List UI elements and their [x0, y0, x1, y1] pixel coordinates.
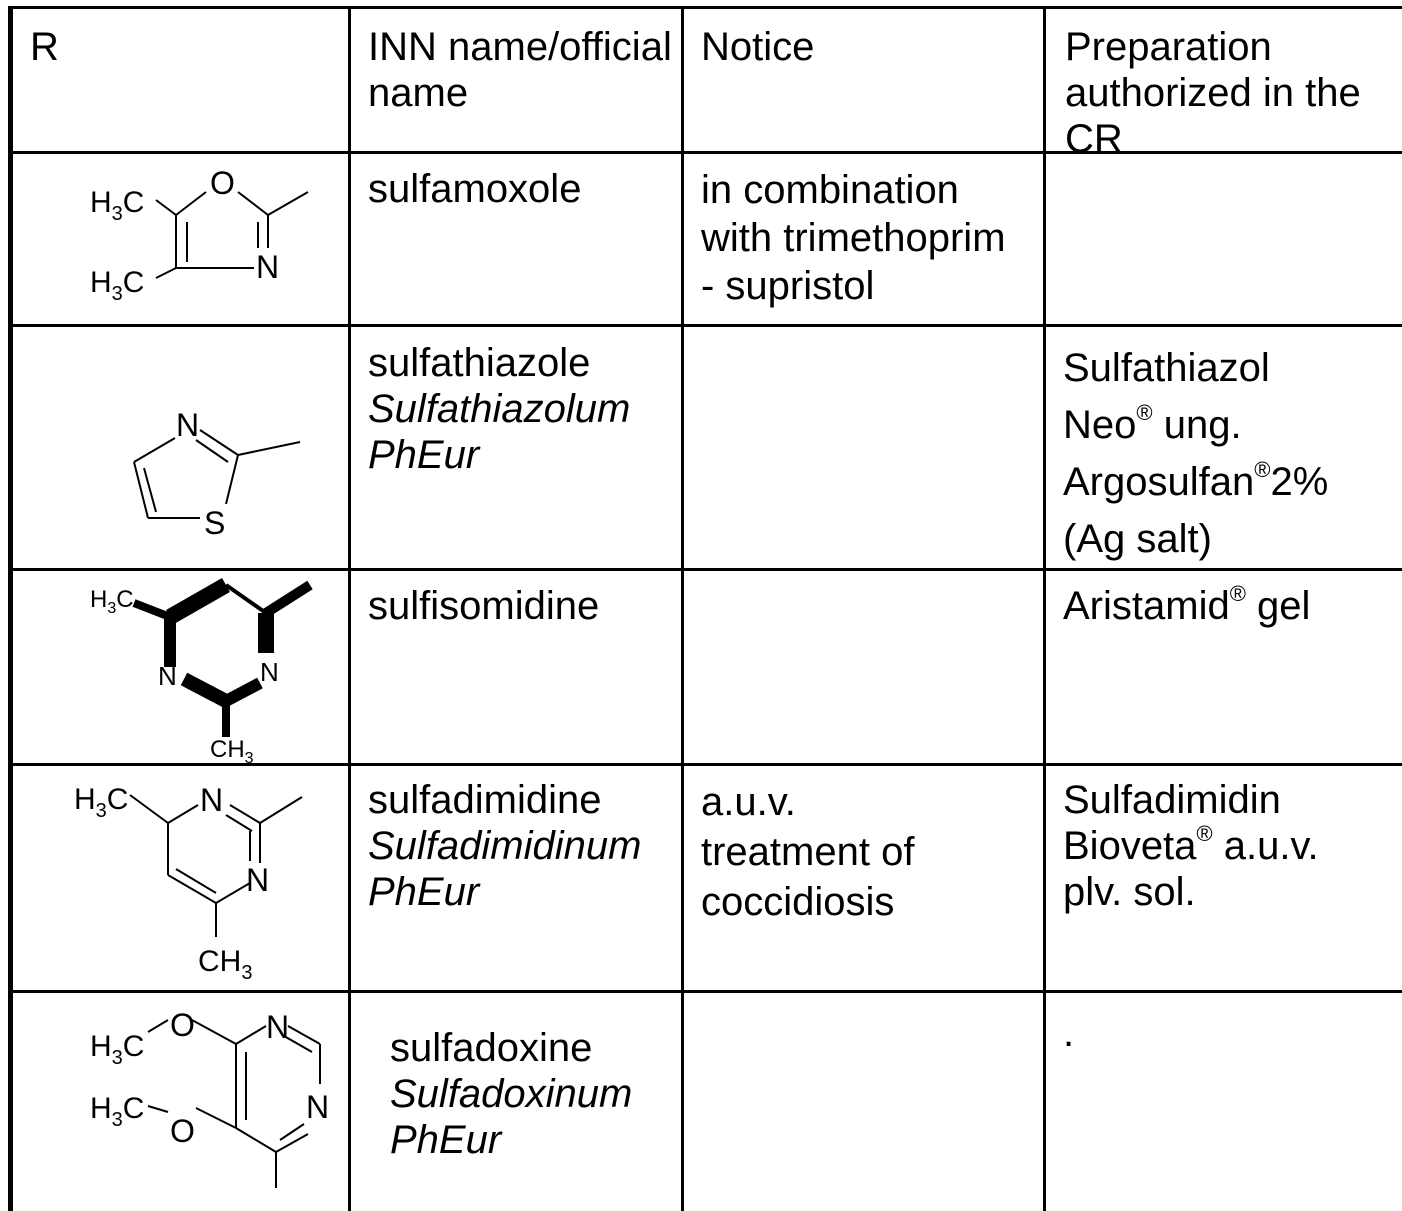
methyl-label: H3C — [90, 186, 144, 225]
nitrogen-atom: N — [176, 407, 199, 443]
row-divider — [10, 990, 1402, 993]
inn-sulfisomidine: sulfisomidine — [368, 584, 600, 628]
sulfur-atom: S — [204, 505, 225, 541]
structure-sulfadoxine: H3C O H3C O N N — [90, 1007, 329, 1188]
nitrogen-atom: N — [158, 661, 177, 691]
table-border-top — [10, 6, 1402, 9]
nitrogen-atom: N — [200, 782, 223, 818]
methyl-label: H3C — [90, 266, 144, 305]
structure-sulfisomidine: H3C N N CH3 — [90, 578, 313, 765]
column-divider — [681, 6, 684, 1211]
nitrogen-atom: N — [260, 657, 279, 687]
table-border-left — [8, 6, 13, 1211]
methyl-label: H3C — [74, 783, 128, 822]
notice-sulfamoxole: in combination with trimethoprim - supri… — [701, 168, 1006, 308]
methyl-label: H3C — [90, 1092, 144, 1131]
notice-sulfadimidine: a.u.v. treatment of coccidiosis — [701, 780, 915, 924]
oxygen-atom: O — [170, 1007, 195, 1043]
row-divider — [10, 324, 1402, 327]
nitrogen-atom: N — [246, 862, 269, 898]
row-divider — [10, 568, 1402, 571]
column-divider — [348, 6, 351, 1211]
nitrogen-atom: N — [266, 1009, 289, 1045]
methyl-label: H3C — [90, 1030, 144, 1069]
header-r: R — [30, 25, 59, 69]
preparation-sulfathiazole: Sulfathiazol Neo® ung. Argosulfan®2% (Ag… — [1063, 346, 1329, 561]
preparation-sulfadoxine: . — [1063, 1011, 1075, 1055]
inn-sulfathiazole: sulfathiazole Sulfathiazolum PhEur — [368, 341, 631, 477]
header-preparation: Preparation authorized in the CR — [1065, 25, 1361, 161]
methyl-label: CH3 — [198, 945, 252, 984]
methyl-label: H3C — [90, 586, 134, 617]
structure-sulfamoxole: O N H3C H3C — [90, 165, 309, 305]
inn-sulfadoxine: sulfadoxine Sulfadoxinum PhEur — [390, 1026, 633, 1162]
methyl-label: CH3 — [210, 736, 254, 765]
row-divider — [10, 763, 1402, 766]
inn-sulfamoxole: sulfamoxole — [368, 167, 582, 211]
preparation-sulfadimidine: Sulfadimidin Bioveta® a.u.v. plv. sol. — [1063, 778, 1319, 914]
oxygen-atom: O — [210, 165, 235, 201]
header-notice: Notice — [701, 25, 815, 69]
column-divider — [1043, 6, 1046, 1211]
nitrogen-atom: N — [306, 1089, 329, 1125]
structure-sulfathiazole: N S — [133, 407, 301, 541]
inn-sulfadimidine: sulfadimidine Sulfadimidinum PhEur — [368, 778, 642, 914]
header-row-divider — [10, 151, 1402, 154]
preparation-sulfisomidine: Aristamid® gel — [1063, 581, 1311, 629]
structure-sulfadimidine: H3C N N CH3 — [74, 782, 303, 984]
nitrogen-atom: N — [256, 249, 279, 285]
header-inn-name: INN name/official name — [368, 25, 672, 115]
oxygen-atom: O — [170, 1113, 195, 1149]
